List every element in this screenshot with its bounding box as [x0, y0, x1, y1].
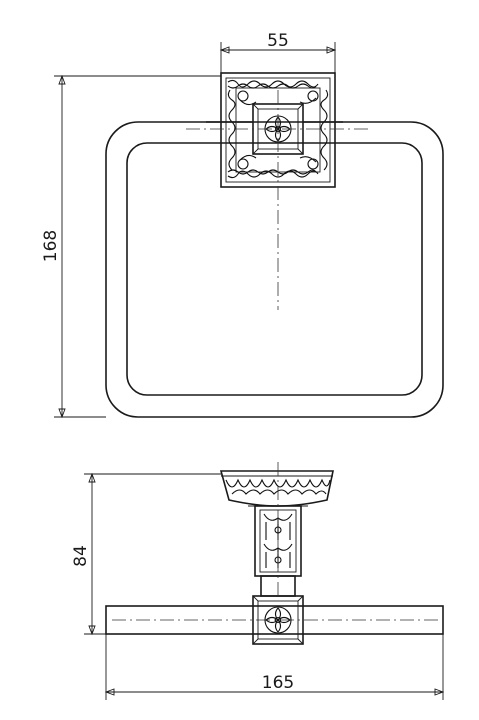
- dimension-width-bottom: 165: [104, 634, 445, 700]
- front-view: [105, 72, 444, 418]
- dimension-width-top: 55: [219, 31, 337, 73]
- dimension-depth-side: 84: [71, 472, 221, 636]
- ring-outer: [105, 121, 444, 418]
- dim-label-55: 55: [267, 31, 289, 51]
- ornate-mount-cap: [219, 470, 334, 507]
- side-view: [105, 462, 444, 645]
- ring-inner: [126, 142, 423, 396]
- ring-bar-bottom: [105, 605, 444, 635]
- dim-label-84: 84: [71, 545, 91, 567]
- dim-label-165: 165: [262, 673, 294, 693]
- dim-label-168: 168: [41, 230, 61, 262]
- dimension-height-front: 168: [41, 74, 221, 419]
